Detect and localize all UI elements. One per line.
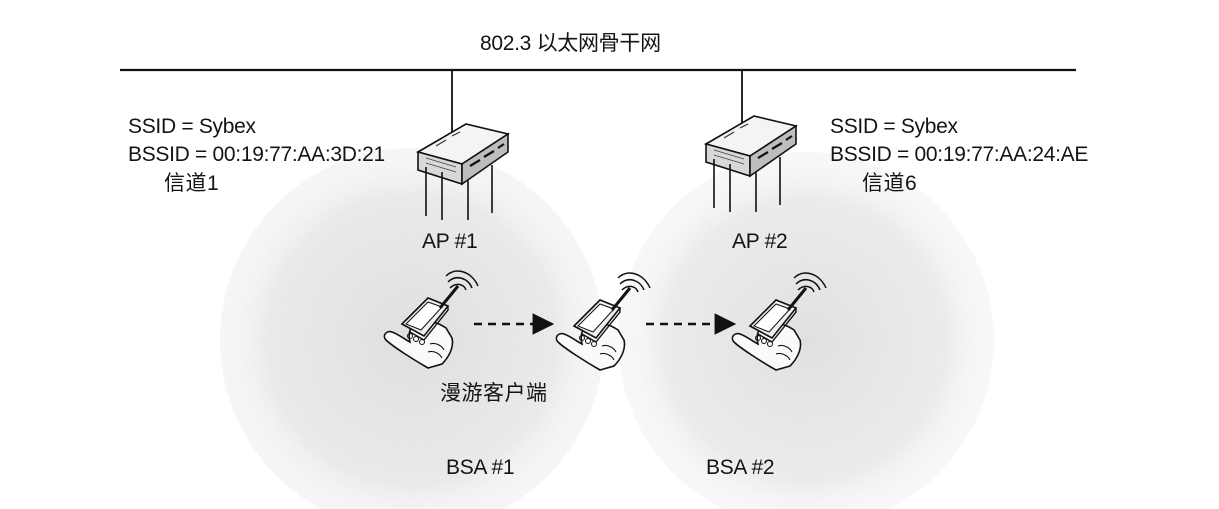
roaming-client-label: 漫游客户端 (440, 382, 548, 405)
ap2-channel: 信道6 (862, 172, 918, 195)
ap1-name: AP #1 (422, 230, 478, 253)
bsa1-label: BSA #1 (446, 456, 515, 479)
backbone-label: 802.3 以太网骨干网 (480, 32, 661, 55)
ap2-name: AP #2 (732, 230, 788, 253)
ap2-bssid: BSSID = 00:19:77:AA:24:AE (830, 143, 1089, 166)
ap1-channel: 信道1 (164, 172, 220, 195)
ap2-ssid: SSID = Sybex (830, 115, 958, 138)
ap1-bssid: BSSID = 00:19:77:AA:3D:21 (128, 143, 385, 166)
ap1-ssid: SSID = Sybex (128, 115, 256, 138)
bsa2-label: BSA #2 (706, 456, 775, 479)
bsa-cell-2 (618, 152, 994, 509)
